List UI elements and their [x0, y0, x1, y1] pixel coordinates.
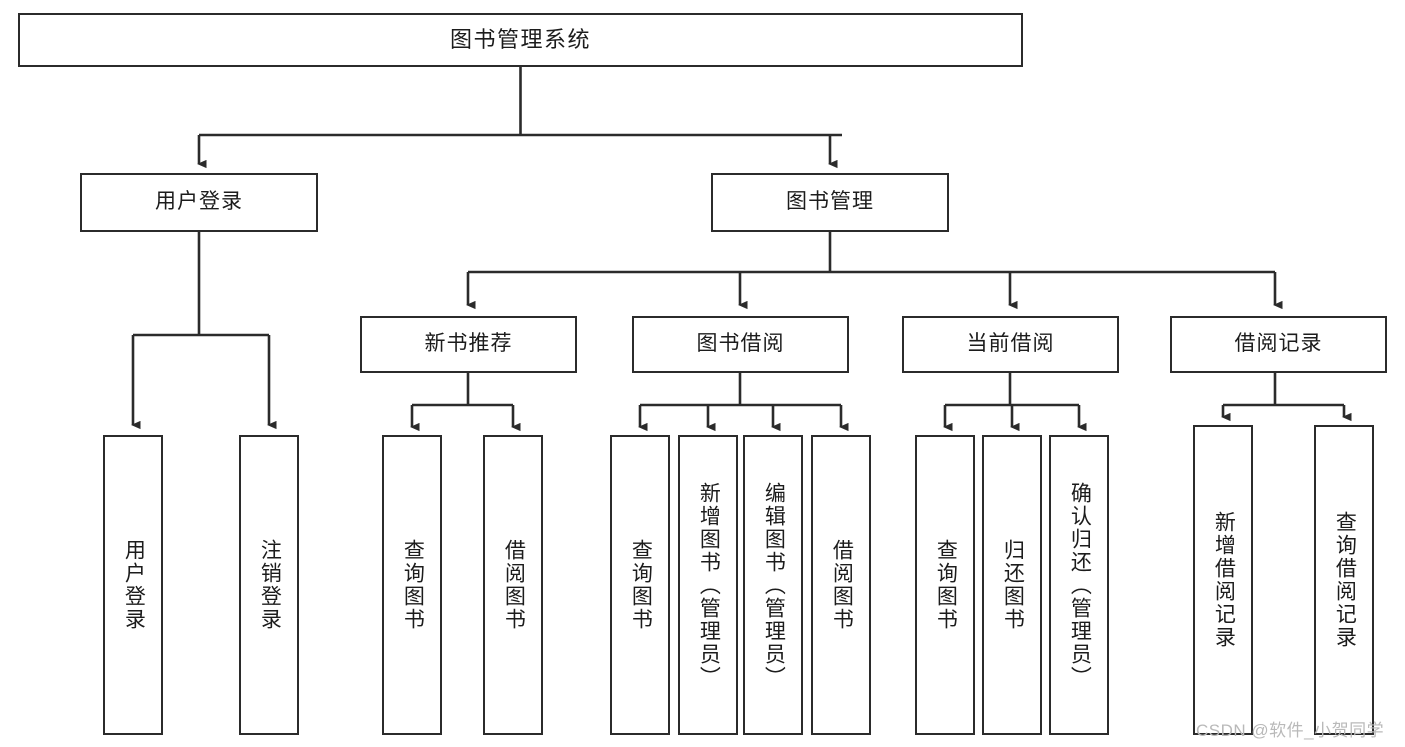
node-label: 新书推荐: [424, 332, 513, 356]
node-label: 图书管理: [786, 190, 874, 214]
node-label: 确认归还（管理员）: [1068, 481, 1092, 689]
leaf-borrow-query-book[interactable]: 查询图书: [610, 435, 670, 735]
node-label: 当前借阅: [966, 332, 1055, 356]
leaf-current-confirm-return-admin[interactable]: 确认归还（管理员）: [1049, 435, 1109, 735]
leaf-user-logout[interactable]: 注销登录: [239, 435, 299, 735]
node-book-management[interactable]: 图书管理: [711, 173, 949, 232]
node-label: 图书管理系统: [449, 27, 591, 53]
leaf-recommend-borrow-book[interactable]: 借阅图书: [483, 435, 543, 735]
node-new-book-recommend[interactable]: 新书推荐: [360, 316, 577, 373]
leaf-recommend-query-book[interactable]: 查询图书: [382, 435, 442, 735]
node-label: 借阅图书: [830, 539, 854, 631]
node-label: 用户登录: [155, 190, 243, 214]
node-label: 归还图书: [1001, 539, 1025, 631]
node-label: 借阅记录: [1234, 332, 1323, 356]
leaf-user-login[interactable]: 用户登录: [103, 435, 163, 735]
leaf-record-query-record[interactable]: 查询借阅记录: [1314, 425, 1374, 735]
node-label: 新增借阅记录: [1212, 511, 1236, 649]
leaf-borrow-borrow-book[interactable]: 借阅图书: [811, 435, 871, 735]
leaf-record-add-record[interactable]: 新增借阅记录: [1193, 425, 1253, 735]
leaf-borrow-edit-book-admin[interactable]: 编辑图书（管理员）: [743, 435, 803, 735]
node-root-system[interactable]: 图书管理系统: [18, 13, 1023, 67]
leaf-borrow-add-book-admin[interactable]: 新增图书（管理员）: [678, 435, 738, 735]
node-label: 查询借阅记录: [1333, 511, 1357, 649]
node-user-login[interactable]: 用户登录: [80, 173, 318, 232]
node-label: 注销登录: [258, 539, 282, 631]
node-label: 借阅图书: [502, 539, 526, 631]
node-label: 编辑图书（管理员）: [762, 481, 786, 689]
node-label: 用户登录: [122, 539, 146, 631]
csdn-watermark: CSDN @软件_小贺同学: [1196, 721, 1385, 740]
node-book-borrow[interactable]: 图书借阅: [632, 316, 849, 373]
node-label: 新增图书（管理员）: [697, 481, 721, 689]
leaf-current-query-book[interactable]: 查询图书: [915, 435, 975, 735]
node-label: 图书借阅: [696, 332, 785, 356]
node-label: 查询图书: [629, 539, 653, 631]
node-current-borrow[interactable]: 当前借阅: [902, 316, 1119, 373]
leaf-current-return-book[interactable]: 归还图书: [982, 435, 1042, 735]
node-label: 查询图书: [934, 539, 958, 631]
node-borrow-record[interactable]: 借阅记录: [1170, 316, 1387, 373]
node-label: 查询图书: [401, 539, 425, 631]
